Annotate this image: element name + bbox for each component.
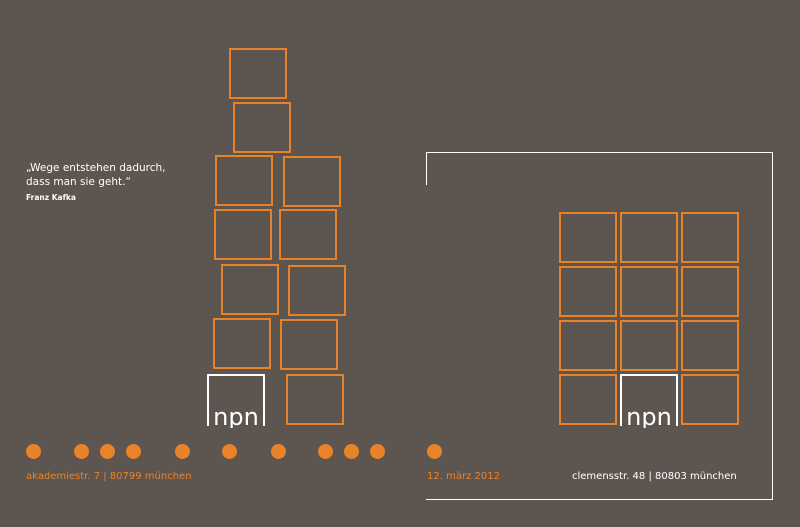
address-right: clemensstr. 48 | 80803 münchen [572,471,737,482]
tower-box [229,48,287,99]
grid-box [620,266,678,317]
grid-box [620,212,678,263]
orange-dot [318,444,333,459]
frame-right-line [772,152,773,500]
grid-box [620,320,678,371]
grid-box [559,266,617,317]
orange-dot [344,444,359,459]
grid-box [559,320,617,371]
tower-box [213,318,271,369]
tower-box [288,265,346,316]
grid-box [681,320,739,371]
frame-top-line [426,152,773,153]
tower-box [221,264,279,315]
quote-line-1: „Wege entstehen dadurch, [26,162,166,174]
npn-logo-right: npn [620,374,678,431]
orange-dot [427,444,442,459]
event-date: 12. märz 2012 [427,471,500,482]
orange-dot [222,444,237,459]
npn-logo-left: npn [207,374,265,431]
orange-dot [370,444,385,459]
frame-left-stub [426,152,427,185]
orange-dot [126,444,141,459]
grid-box [559,212,617,263]
grid-box [681,374,739,425]
frame-bottom-line [426,499,773,500]
tower-box [280,319,338,370]
tower-box [233,102,291,153]
grid-box [681,266,739,317]
quote-block: „Wege entstehen dadurch, dass man sie ge… [26,161,166,205]
orange-dot [175,444,190,459]
orange-dot [100,444,115,459]
tower-box [279,209,337,260]
orange-dot [271,444,286,459]
svg-text:npn: npn [626,403,672,428]
orange-dot [26,444,41,459]
tower-box [215,155,273,206]
orange-dot [74,444,89,459]
quote-author: Franz Kafka [26,193,76,202]
quote-line-2: dass man sie geht.“ [26,176,131,188]
grid-box [681,212,739,263]
tower-box [283,156,341,207]
tower-box [214,209,272,260]
tower-box [286,374,344,425]
grid-box [559,374,617,425]
svg-text:npn: npn [213,403,259,428]
address-left: akademiestr. 7 | 80799 münchen [26,471,192,482]
